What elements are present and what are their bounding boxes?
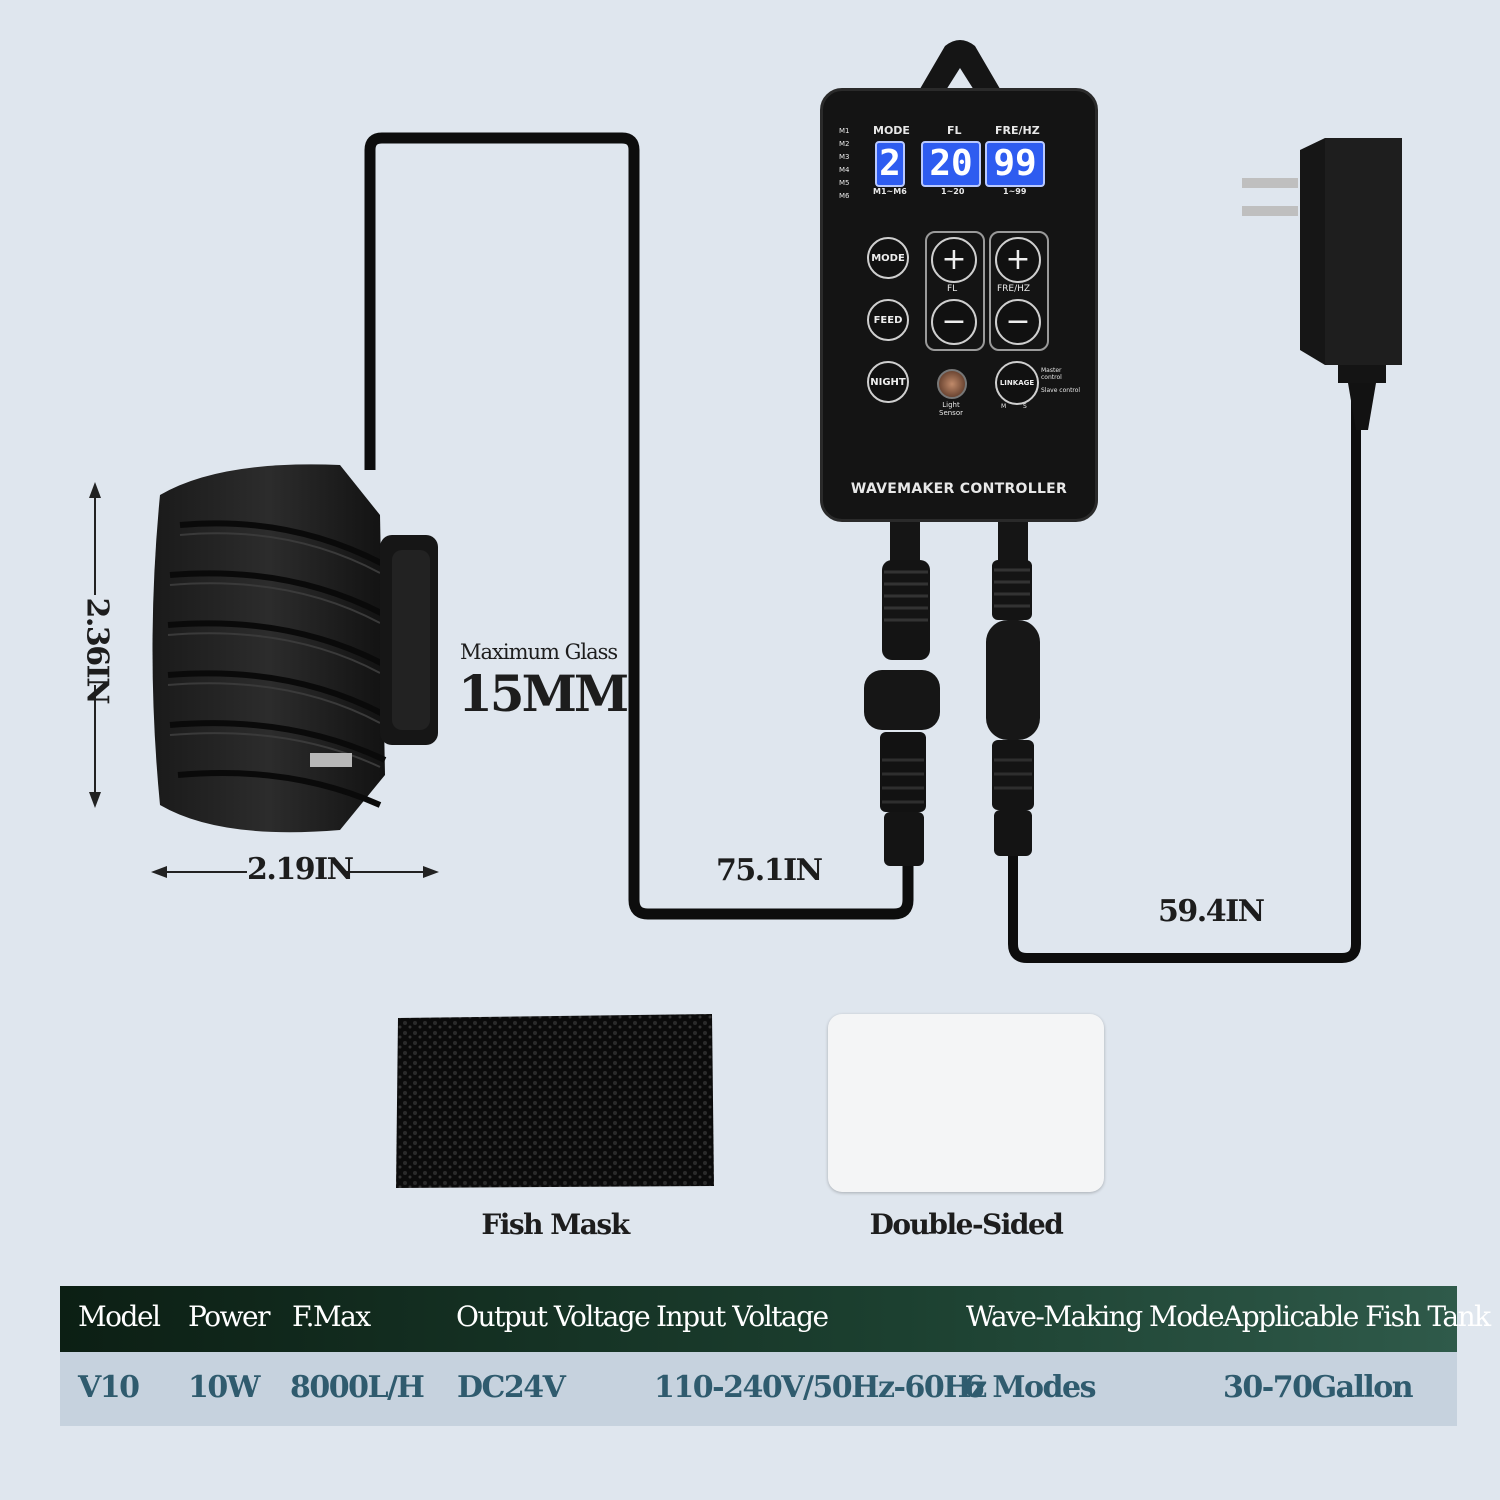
glass-label: Maximum Glass: [460, 640, 618, 664]
linkage-button-label: LINKAGE: [999, 379, 1035, 387]
frehz-header: FRE/HZ: [995, 124, 1040, 137]
header-fish-tank: Applicable Fish Tank: [1223, 1300, 1491, 1333]
wavemaker-pump: [152, 464, 438, 833]
fl-display: 20: [921, 141, 981, 187]
power-cable-length: 59.4IN: [1158, 894, 1265, 929]
cell-wave-mode: 6 Modes: [964, 1370, 1097, 1405]
cell-output-voltage: DC24V: [457, 1370, 566, 1405]
minus-icon: −: [941, 304, 967, 339]
plus-icon: +: [1005, 242, 1031, 277]
spec-table: Model Power F.Max Output Voltage Input V…: [60, 1286, 1491, 1426]
master-control-label: Master control: [1041, 367, 1062, 381]
width-label: 2.19IN: [247, 852, 354, 887]
fl-button-group: [925, 231, 985, 351]
wavemaker-controller: MODE FL FRE/HZ M1 M2 M3 M4 M5 M6 2 20 99…: [820, 88, 1098, 522]
spec-table-row: V10 10W 8000L/H DC24V 110-240V/50Hz-60Hz…: [60, 1352, 1457, 1426]
double-sided-pad: [828, 1014, 1104, 1192]
pump-connector: [864, 560, 940, 866]
cell-model: V10: [78, 1370, 140, 1405]
width-dimension: [151, 866, 439, 878]
mode-item: M4: [839, 166, 850, 174]
feed-button[interactable]: FEED: [867, 299, 909, 341]
pump-cable: [364, 132, 914, 920]
frehz-minus-button[interactable]: −: [995, 299, 1041, 345]
header-model: Model: [78, 1300, 161, 1333]
frehz-button-group: [989, 231, 1049, 351]
cell-input-voltage: 110-240V/50Hz-60Hz: [654, 1370, 987, 1405]
night-button[interactable]: NIGHT: [867, 361, 909, 403]
header-wave-mode: Wave-Making Mode: [966, 1300, 1225, 1333]
mode-button[interactable]: MODE: [867, 237, 909, 279]
height-label: 2.36IN: [79, 597, 115, 704]
light-sensor-label: Light Sensor: [939, 401, 963, 417]
minus-icon: −: [1005, 304, 1031, 339]
frehz-button-label: FRE/HZ: [997, 284, 1031, 294]
double-sided-label: Double-Sided: [869, 1208, 1064, 1241]
pump-cable-length: 75.1IN: [716, 853, 823, 888]
cable-connectors: [864, 560, 1040, 866]
linkage-button[interactable]: LINKAGE: [995, 361, 1039, 405]
cell-fmax: 8000L/H: [290, 1370, 425, 1405]
fl-range: 1~20: [941, 187, 965, 196]
mode-item: M1: [839, 127, 850, 135]
mode-button-label: MODE: [871, 252, 905, 264]
glass-value: 15MM: [458, 664, 629, 723]
mode-range: M1~M6: [873, 187, 907, 196]
power-adapter: [1242, 138, 1402, 430]
fl-button-label: FL: [947, 284, 958, 294]
fish-mask-sponge: [396, 1014, 714, 1188]
mode-item: M2: [839, 140, 850, 148]
fl-header: FL: [947, 124, 962, 137]
mode-item: M5: [839, 179, 850, 187]
mode-header: MODE: [873, 124, 910, 137]
power-cable: [1008, 400, 1361, 963]
plus-icon: +: [941, 242, 967, 277]
header-fmax: F.Max: [292, 1300, 371, 1333]
header-power: Power: [188, 1300, 270, 1333]
fl-plus-button[interactable]: +: [931, 237, 977, 283]
mode-item: M3: [839, 153, 850, 161]
fish-mask-label: Fish Mask: [481, 1208, 630, 1241]
cell-power: 10W: [188, 1370, 260, 1405]
linkage-m-label: M: [1001, 403, 1007, 410]
mode-item: M6: [839, 192, 850, 200]
night-button-label: NIGHT: [870, 376, 906, 388]
frehz-display: 99: [985, 141, 1045, 187]
frehz-plus-button[interactable]: +: [995, 237, 1041, 283]
frehz-range: 1~99: [1003, 187, 1027, 196]
power-connector: [986, 560, 1040, 856]
mode-list: M1 M2 M3 M4 M5 M6: [839, 125, 850, 203]
fl-minus-button[interactable]: −: [931, 299, 977, 345]
cell-fish-tank: 30-70Gallon: [1223, 1370, 1414, 1405]
slave-control-label: Slave control: [1041, 387, 1081, 394]
header-output-voltage: Output Voltage: [456, 1300, 651, 1333]
height-dimension: [89, 482, 101, 808]
feed-button-label: FEED: [873, 314, 903, 326]
linkage-s-label: S: [1023, 403, 1027, 410]
controller-title: WAVEMAKER CONTROLLER: [850, 481, 1068, 497]
light-sensor: [937, 369, 967, 399]
mode-display: 2: [875, 141, 905, 187]
header-input-voltage: Input Voltage: [656, 1300, 829, 1333]
spec-table-header: Model Power F.Max Output Voltage Input V…: [60, 1286, 1491, 1352]
